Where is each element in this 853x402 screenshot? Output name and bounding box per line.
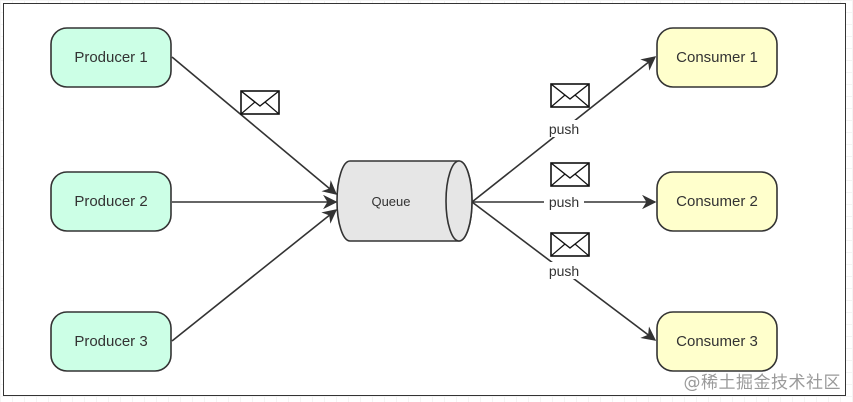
producer-label: Producer 1 [74,49,147,66]
producer-node-1[interactable]: Producer 1 [50,27,172,88]
producer-node-3[interactable]: Producer 3 [50,311,172,372]
producer-label: Producer 2 [74,193,147,210]
envelope-icon [240,90,280,115]
watermark-text: @稀土掘金技术社区 [683,373,841,393]
envelope-icon [550,232,590,257]
envelope-icon [550,162,590,187]
consumer-label: Consumer 2 [676,193,758,210]
edge-label-push-3: push [549,263,579,279]
consumer-label: Consumer 3 [676,333,758,350]
queue-label: Queue [371,194,410,209]
consumer-node-1[interactable]: Consumer 1 [656,27,778,88]
edge-label-push-2: push [549,194,579,210]
queue-node[interactable]: Queue [336,160,473,242]
producer-label: Producer 3 [74,333,147,350]
edge-producer-3-queue [171,209,338,342]
consumer-node-3[interactable]: Consumer 3 [656,311,778,372]
producer-node-2[interactable]: Producer 2 [50,171,172,232]
edge-label-push-1: push [549,121,579,137]
edge-producer-1-queue [171,56,338,195]
consumer-node-2[interactable]: Consumer 2 [656,171,778,232]
consumer-label: Consumer 1 [676,49,758,66]
envelope-icon [550,83,590,108]
